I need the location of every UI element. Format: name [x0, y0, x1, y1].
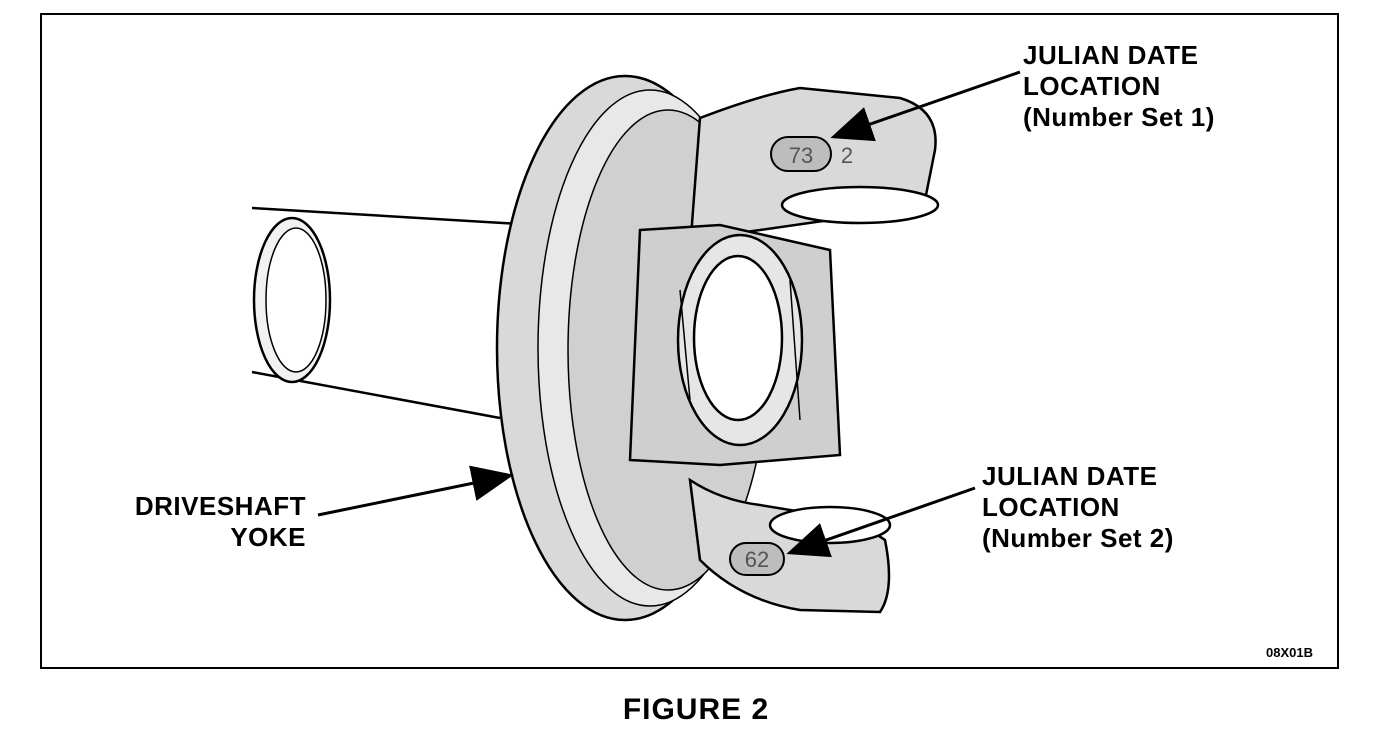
stamp-set-1: 73 2: [770, 136, 853, 172]
label-julian-date-set-1: JULIAN DATE LOCATION (Number Set 1): [1023, 40, 1215, 133]
label-julian-date-set-2: JULIAN DATE LOCATION (Number Set 2): [982, 461, 1174, 554]
label-julian-1-line-2: LOCATION: [1023, 71, 1161, 101]
arrow-julian-2: [786, 486, 976, 558]
label-julian-1-line-1: JULIAN DATE: [1023, 40, 1199, 70]
label-julian-2-line-1: JULIAN DATE: [982, 461, 1158, 491]
label-yoke-line-1: DRIVESHAFT: [134, 491, 306, 521]
figure-caption: FIGURE 2: [622, 693, 770, 726]
figure-code: 08X01B: [1266, 645, 1313, 660]
label-julian-2-line-2: LOCATION: [982, 492, 1120, 522]
stamp-set-1-suffix: 2: [841, 143, 853, 168]
stamp-set-1-number: 73: [789, 143, 813, 168]
stamp-set-2-number: 62: [745, 547, 769, 572]
label-julian-2-line-3: (Number Set 2): [982, 523, 1174, 553]
label-julian-1-line-3: (Number Set 1): [1023, 102, 1215, 132]
arrow-julian-1: [830, 70, 1021, 142]
shaft-tube: [251, 206, 521, 420]
stamp-set-2: 62: [729, 542, 785, 576]
label-driveshaft-yoke: DRIVESHAFT YOKE: [134, 491, 306, 553]
arrow-yoke: [317, 465, 514, 517]
label-yoke-line-2: YOKE: [230, 522, 306, 552]
